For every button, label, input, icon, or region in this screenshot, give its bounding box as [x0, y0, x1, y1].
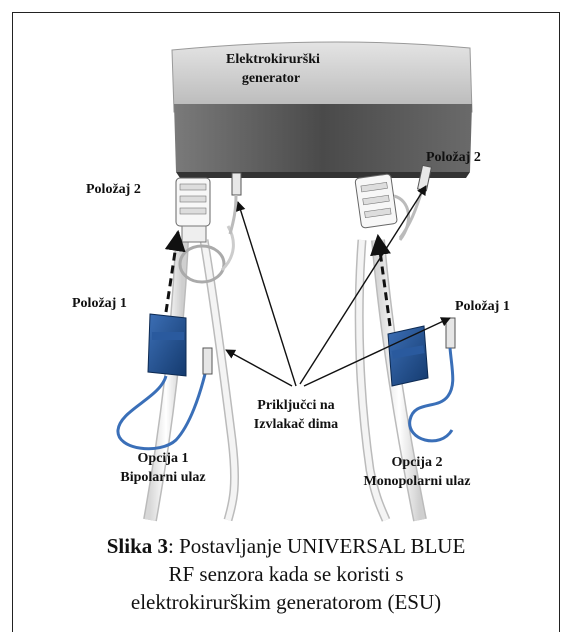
caption-line3: elektrokirurškim generatorom (ESU): [130, 590, 442, 614]
caption-line1: Slika 3: Postavljanje UNIVERSAL BLUE: [20, 532, 552, 560]
figure-frame: [12, 12, 560, 632]
left-smoke-tube: [143, 239, 240, 522]
option1-label-line1: Opcija 1: [137, 451, 189, 466]
option2-label-line1: Opcija 2: [391, 455, 443, 470]
caption-line2: RF senzora kada se koristi s: [168, 562, 404, 586]
generator-label: Elektrokirurški generator: [226, 50, 320, 88]
left-position1-label: Položaj 1: [72, 296, 127, 311]
connectors-label: Priključci na Izvlakač dima: [236, 396, 356, 434]
option1-label: Opcija 1 Bipolarni ulaz: [108, 449, 218, 487]
left-sensor-position1: [116, 313, 213, 451]
right-sensor-position1: [387, 317, 456, 443]
right-position2-label: Položaj 2: [426, 150, 481, 165]
generator-label-line1: Elektrokirurški: [226, 52, 320, 67]
right-position1-label: Položaj 1: [455, 299, 510, 314]
option2-label: Opcija 2 Monopolarni ulaz: [352, 453, 482, 491]
move-arrows: [164, 229, 392, 327]
option1-label-line2: Bipolarni ulaz: [120, 470, 206, 485]
connectors-label-line2: Izvlakač dima: [253, 417, 339, 432]
left-generator-plug: [228, 172, 242, 235]
left-position2-label: Položaj 2: [86, 182, 141, 197]
left-sensor-position2: [175, 177, 235, 284]
electrosurgical-generator: [171, 41, 473, 178]
caption-line1-text: : Postavljanje UNIVERSAL BLUE: [168, 534, 466, 558]
generator-label-line2: generator: [241, 71, 301, 86]
option2-label-line2: Monopolarni ulaz: [363, 474, 471, 489]
connectors-label-line1: Priključci na: [257, 398, 335, 413]
caption-figure-number: Slika 3: [106, 534, 168, 558]
connector-pointer-lines: [225, 185, 451, 387]
figure-caption: Slika 3: Postavljanje UNIVERSAL BLUE RF …: [20, 532, 552, 616]
right-sensor-position2: [354, 173, 410, 241]
